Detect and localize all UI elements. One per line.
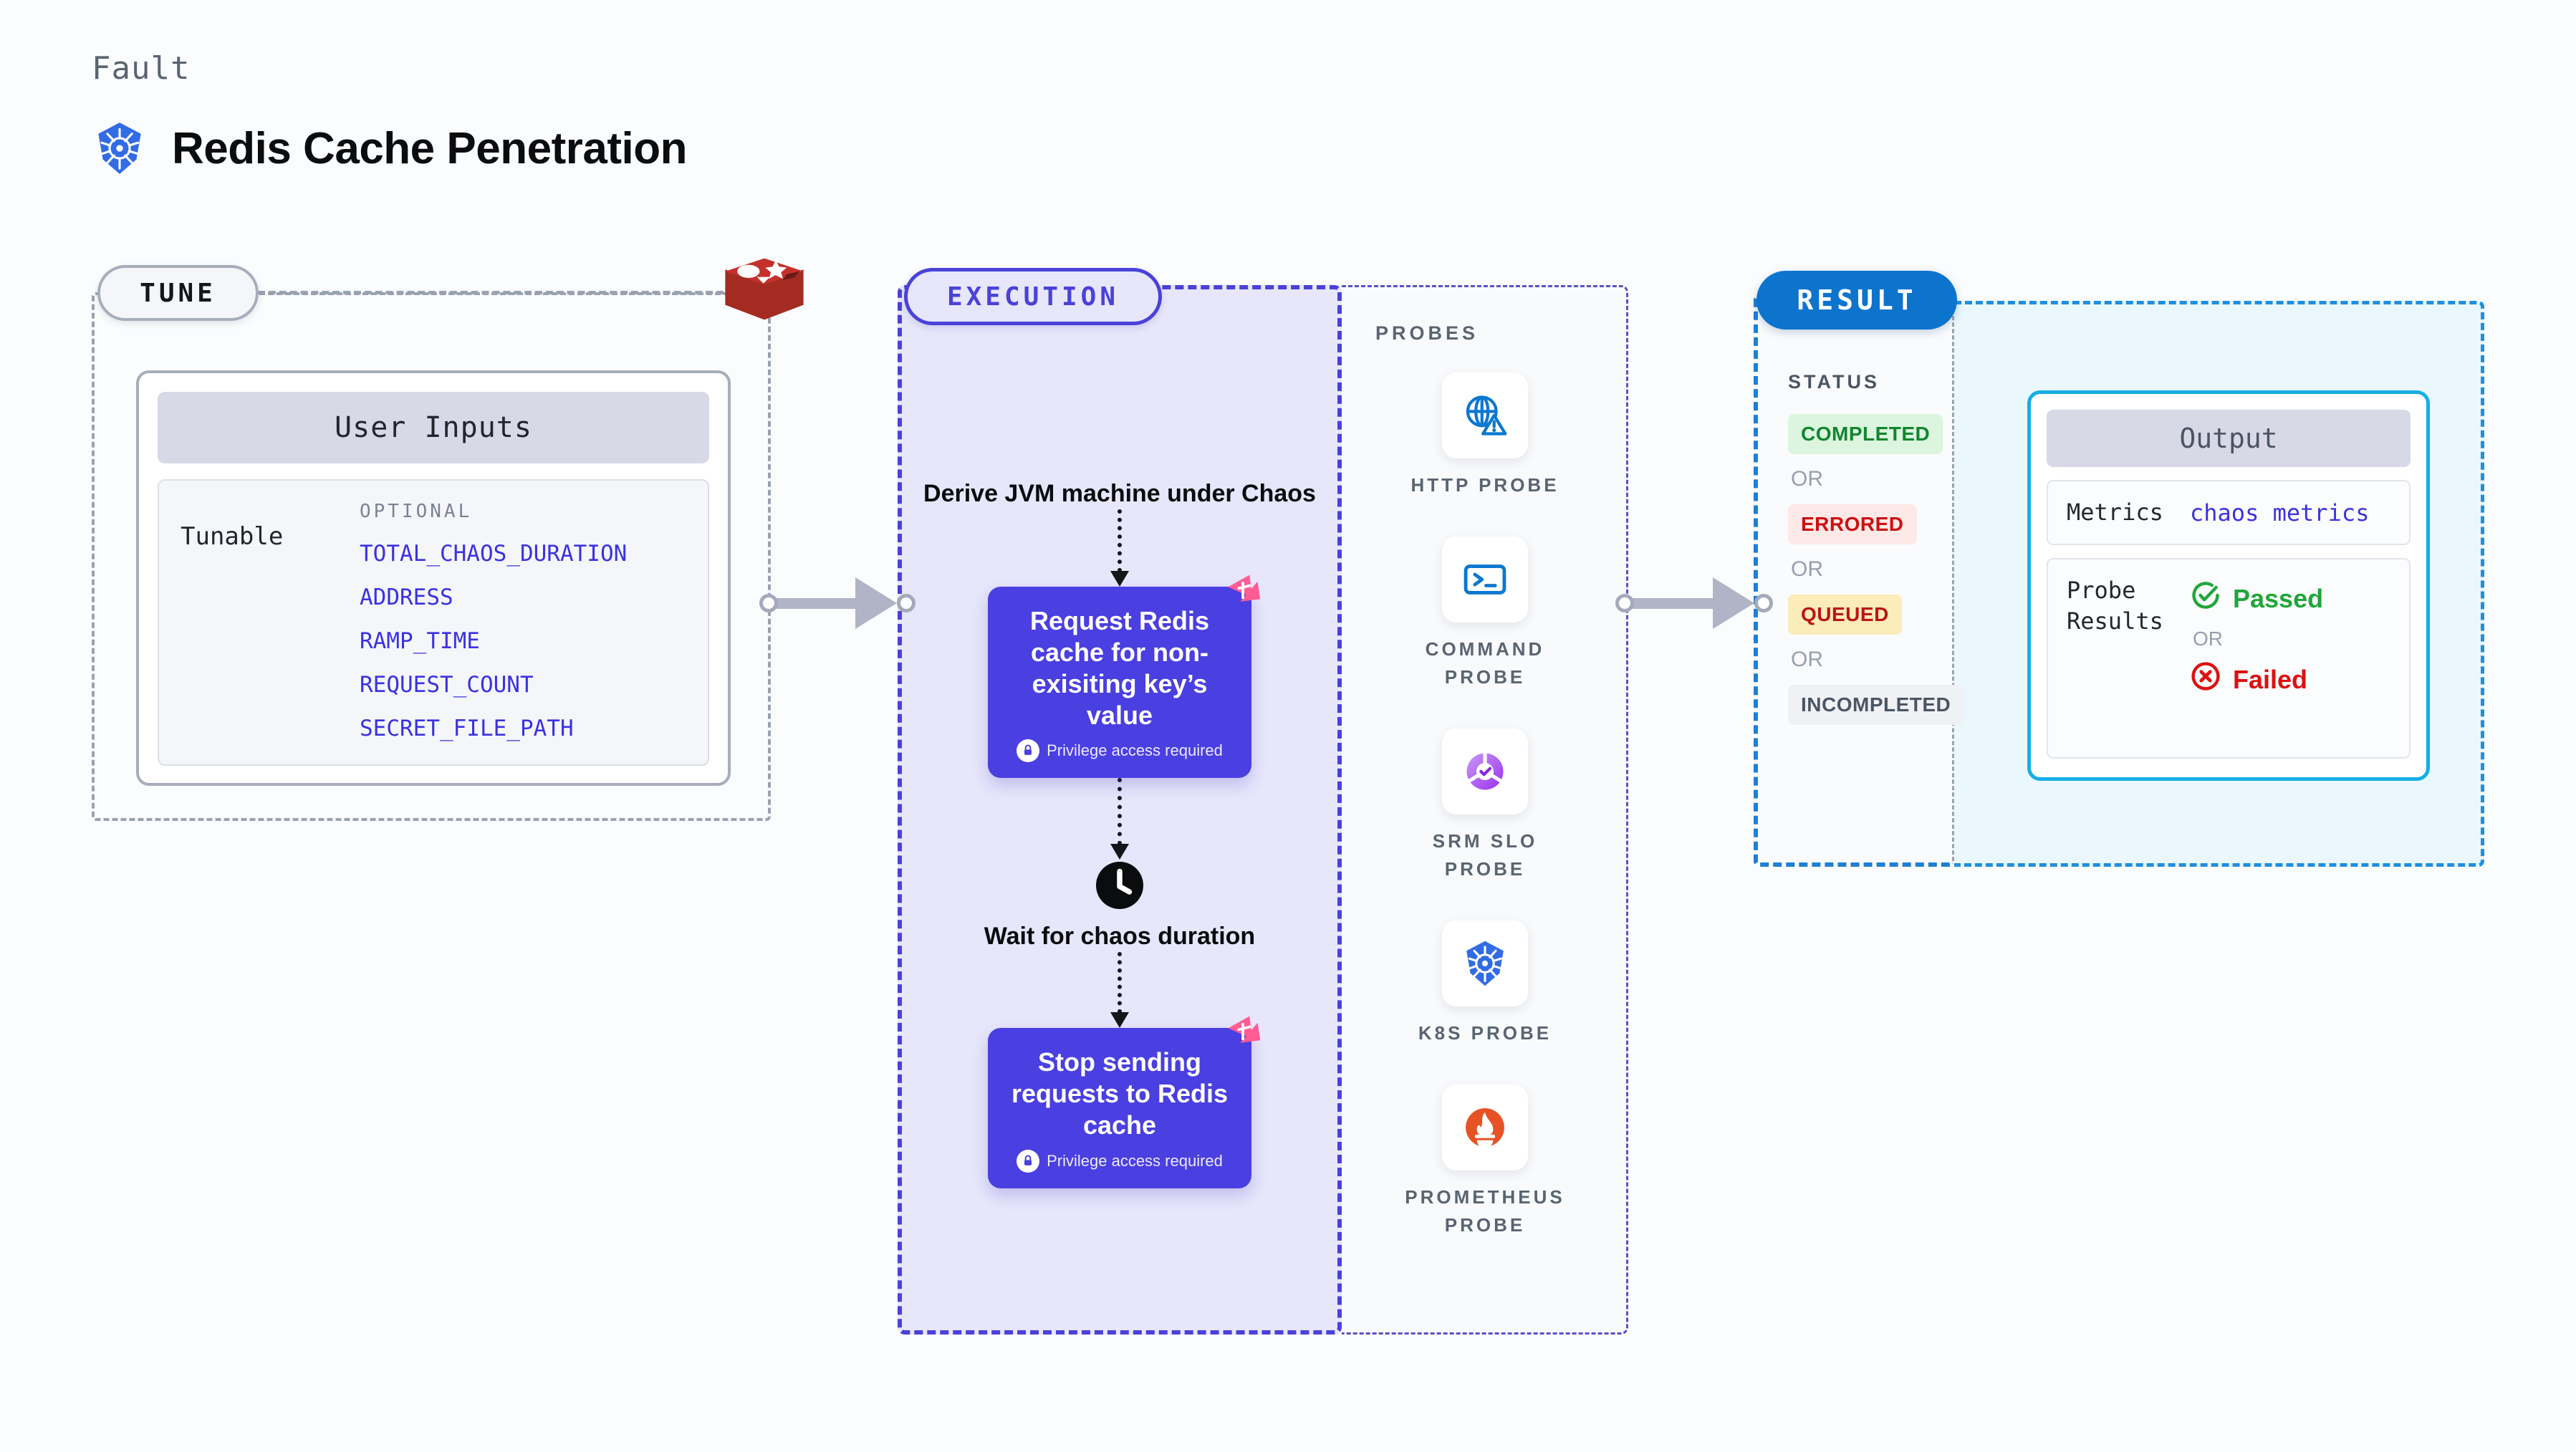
connector-execution-to-result (1615, 577, 1773, 629)
status-list: COMPLETED OR ERRORED OR QUEUED OR INCOMP… (1788, 414, 1964, 725)
tunable-item[interactable]: TOTAL_CHAOS_DURATION (360, 541, 628, 567)
output-metrics-key: Metrics (2067, 499, 2163, 526)
globe-warning-icon (1442, 372, 1528, 458)
tunable-item[interactable]: ADDRESS (360, 585, 453, 610)
tunables-body: Tunable OPTIONAL TOTAL_CHAOS_DURATION AD… (158, 479, 709, 766)
connector-arrow-head (1713, 577, 1754, 629)
check-circle-icon (2190, 580, 2221, 617)
connector-end-dot (1754, 594, 1773, 612)
lock-icon (1017, 1150, 1040, 1173)
execution-stage-pill[interactable]: EXECUTION (904, 268, 1162, 325)
probe-result-passed-label: Passed (2233, 583, 2324, 613)
output-probe-results-key: Probe Results (2067, 577, 2163, 635)
output-probe-results-row: Probe Results Passed OR (2047, 558, 2411, 759)
flow-node-request-redis-cache[interactable]: Request Redis cache for non-exisiting ke… (988, 574, 1261, 779)
flow-node-title: Stop sending requests to Redis cache (1011, 1047, 1229, 1140)
tunable-item[interactable]: SECRET_FILE_PATH (360, 716, 574, 741)
flow-arrow-line (1118, 952, 1122, 1014)
or-label: OR (2193, 628, 2223, 650)
probe-item-srm-slo[interactable]: SRM SLO PROBE (1392, 729, 1578, 883)
chaos-flag-icon (1223, 1012, 1263, 1052)
connector-start-dot (759, 594, 778, 612)
tunable-item[interactable]: REQUEST_COUNT (360, 672, 534, 698)
clock-icon (1094, 860, 1145, 911)
output-metrics-value[interactable]: chaos metrics (2190, 499, 2370, 527)
flow-node-note-text: Privilege access required (1047, 1152, 1223, 1170)
output-metrics-row: Metrics chaos metrics (2047, 480, 2411, 546)
or-label: OR (1791, 467, 1823, 491)
tune-stage-pill[interactable]: TUNE (97, 265, 259, 321)
status-title: STATUS (1788, 371, 1880, 393)
optional-label: OPTIONAL (360, 501, 473, 522)
flow-node-note-text: Privilege access required (1047, 741, 1223, 760)
output-header: Output (2047, 410, 2411, 467)
page-title-text: Redis Cache Penetration (172, 123, 687, 173)
terminal-icon (1442, 537, 1528, 622)
tunable-list: OPTIONAL TOTAL_CHAOS_DURATION ADDRESS RA… (360, 501, 686, 744)
flow-node-note: Privilege access required (1004, 1150, 1236, 1173)
probe-result-passed: Passed (2190, 580, 2323, 617)
user-inputs-card: User Inputs Tunable OPTIONAL TOTAL_CHAOS… (136, 370, 731, 786)
probes-list: HTTP PROBE COMMAND PROBE (1342, 372, 1628, 1239)
flow-arrow-tip (1110, 570, 1129, 587)
probe-item-prometheus[interactable]: PROMETHEUS PROBE (1392, 1085, 1578, 1239)
result-stage-pill[interactable]: RESULT (1756, 271, 1957, 330)
user-inputs-header: User Inputs (158, 392, 709, 463)
flow-step-derive-jvm: Derive JVM machine under Chaos (923, 480, 1316, 507)
probe-item-command[interactable]: COMMAND PROBE (1392, 537, 1578, 691)
probe-label: SRM SLO PROBE (1432, 830, 1538, 880)
fault-kicker: Fault (92, 50, 191, 87)
kubernetes-icon (92, 120, 148, 176)
kubernetes-icon (1442, 920, 1528, 1006)
flow-node-title: Request Redis cache for non-exisiting ke… (1029, 605, 1210, 730)
flow-arrow (1110, 509, 1129, 587)
probe-item-k8s[interactable]: K8S PROBE (1392, 920, 1578, 1047)
output-card: Output Metrics chaos metrics Probe Resul… (2027, 390, 2430, 781)
flow-arrow (1110, 778, 1129, 860)
connector-start-dot (1615, 594, 1634, 612)
tune-leader-line (258, 291, 724, 294)
probe-result-failed: Failed (2190, 660, 2323, 698)
flow-arrow-line (1118, 509, 1122, 572)
connector-bar (775, 597, 861, 609)
connector-bar (1631, 597, 1719, 609)
status-badge-queued: QUEUED (1788, 595, 1902, 635)
status-badge-errored: ERRORED (1788, 504, 1917, 544)
connector-end-dot (897, 594, 915, 612)
chaos-flag-icon (1223, 571, 1263, 611)
page-title: Redis Cache Penetration (92, 120, 687, 176)
flow-arrow-tip (1110, 1012, 1129, 1029)
or-label: OR (1791, 648, 1823, 671)
flow-node-note: Privilege access required (1004, 739, 1236, 763)
connector-arrow-head (855, 577, 897, 629)
status-badge-completed: COMPLETED (1788, 414, 1943, 454)
result-status-panel (1754, 294, 1954, 867)
flow-step-wait-chaos: Wait for chaos duration (984, 923, 1256, 951)
tunable-group-label: Tunable (181, 522, 284, 551)
srm-slo-icon (1442, 729, 1528, 814)
probe-label: HTTP PROBE (1410, 474, 1559, 496)
tunable-item[interactable]: RAMP_TIME (360, 628, 480, 654)
flow-arrow (1110, 952, 1129, 1029)
redis-icon (718, 247, 811, 340)
probe-label: COMMAND PROBE (1425, 638, 1545, 688)
flow-arrow-line (1118, 778, 1122, 846)
probes-title: PROBES (1375, 322, 1479, 344)
probe-label: K8S PROBE (1418, 1022, 1552, 1044)
lock-icon (1017, 739, 1040, 763)
connector-tune-to-execution (759, 577, 915, 629)
probe-label: PROMETHEUS PROBE (1405, 1186, 1565, 1236)
flow-arrow-tip (1110, 844, 1129, 860)
status-badge-incompleted: INCOMPLETED (1788, 685, 1964, 725)
execution-flow: Derive JVM machine under Chaos Request R… (898, 285, 1342, 1335)
or-label: OR (1791, 557, 1823, 581)
probe-result-values: Passed OR Failed (2190, 575, 2323, 698)
probe-result-failed-label: Failed (2233, 664, 2308, 694)
prometheus-icon (1442, 1085, 1528, 1170)
probe-item-http[interactable]: HTTP PROBE (1392, 372, 1578, 499)
flow-node-stop-sending-requests[interactable]: Stop sending requests to Redis cache Pri… (988, 1016, 1261, 1188)
x-circle-icon (2190, 660, 2221, 698)
